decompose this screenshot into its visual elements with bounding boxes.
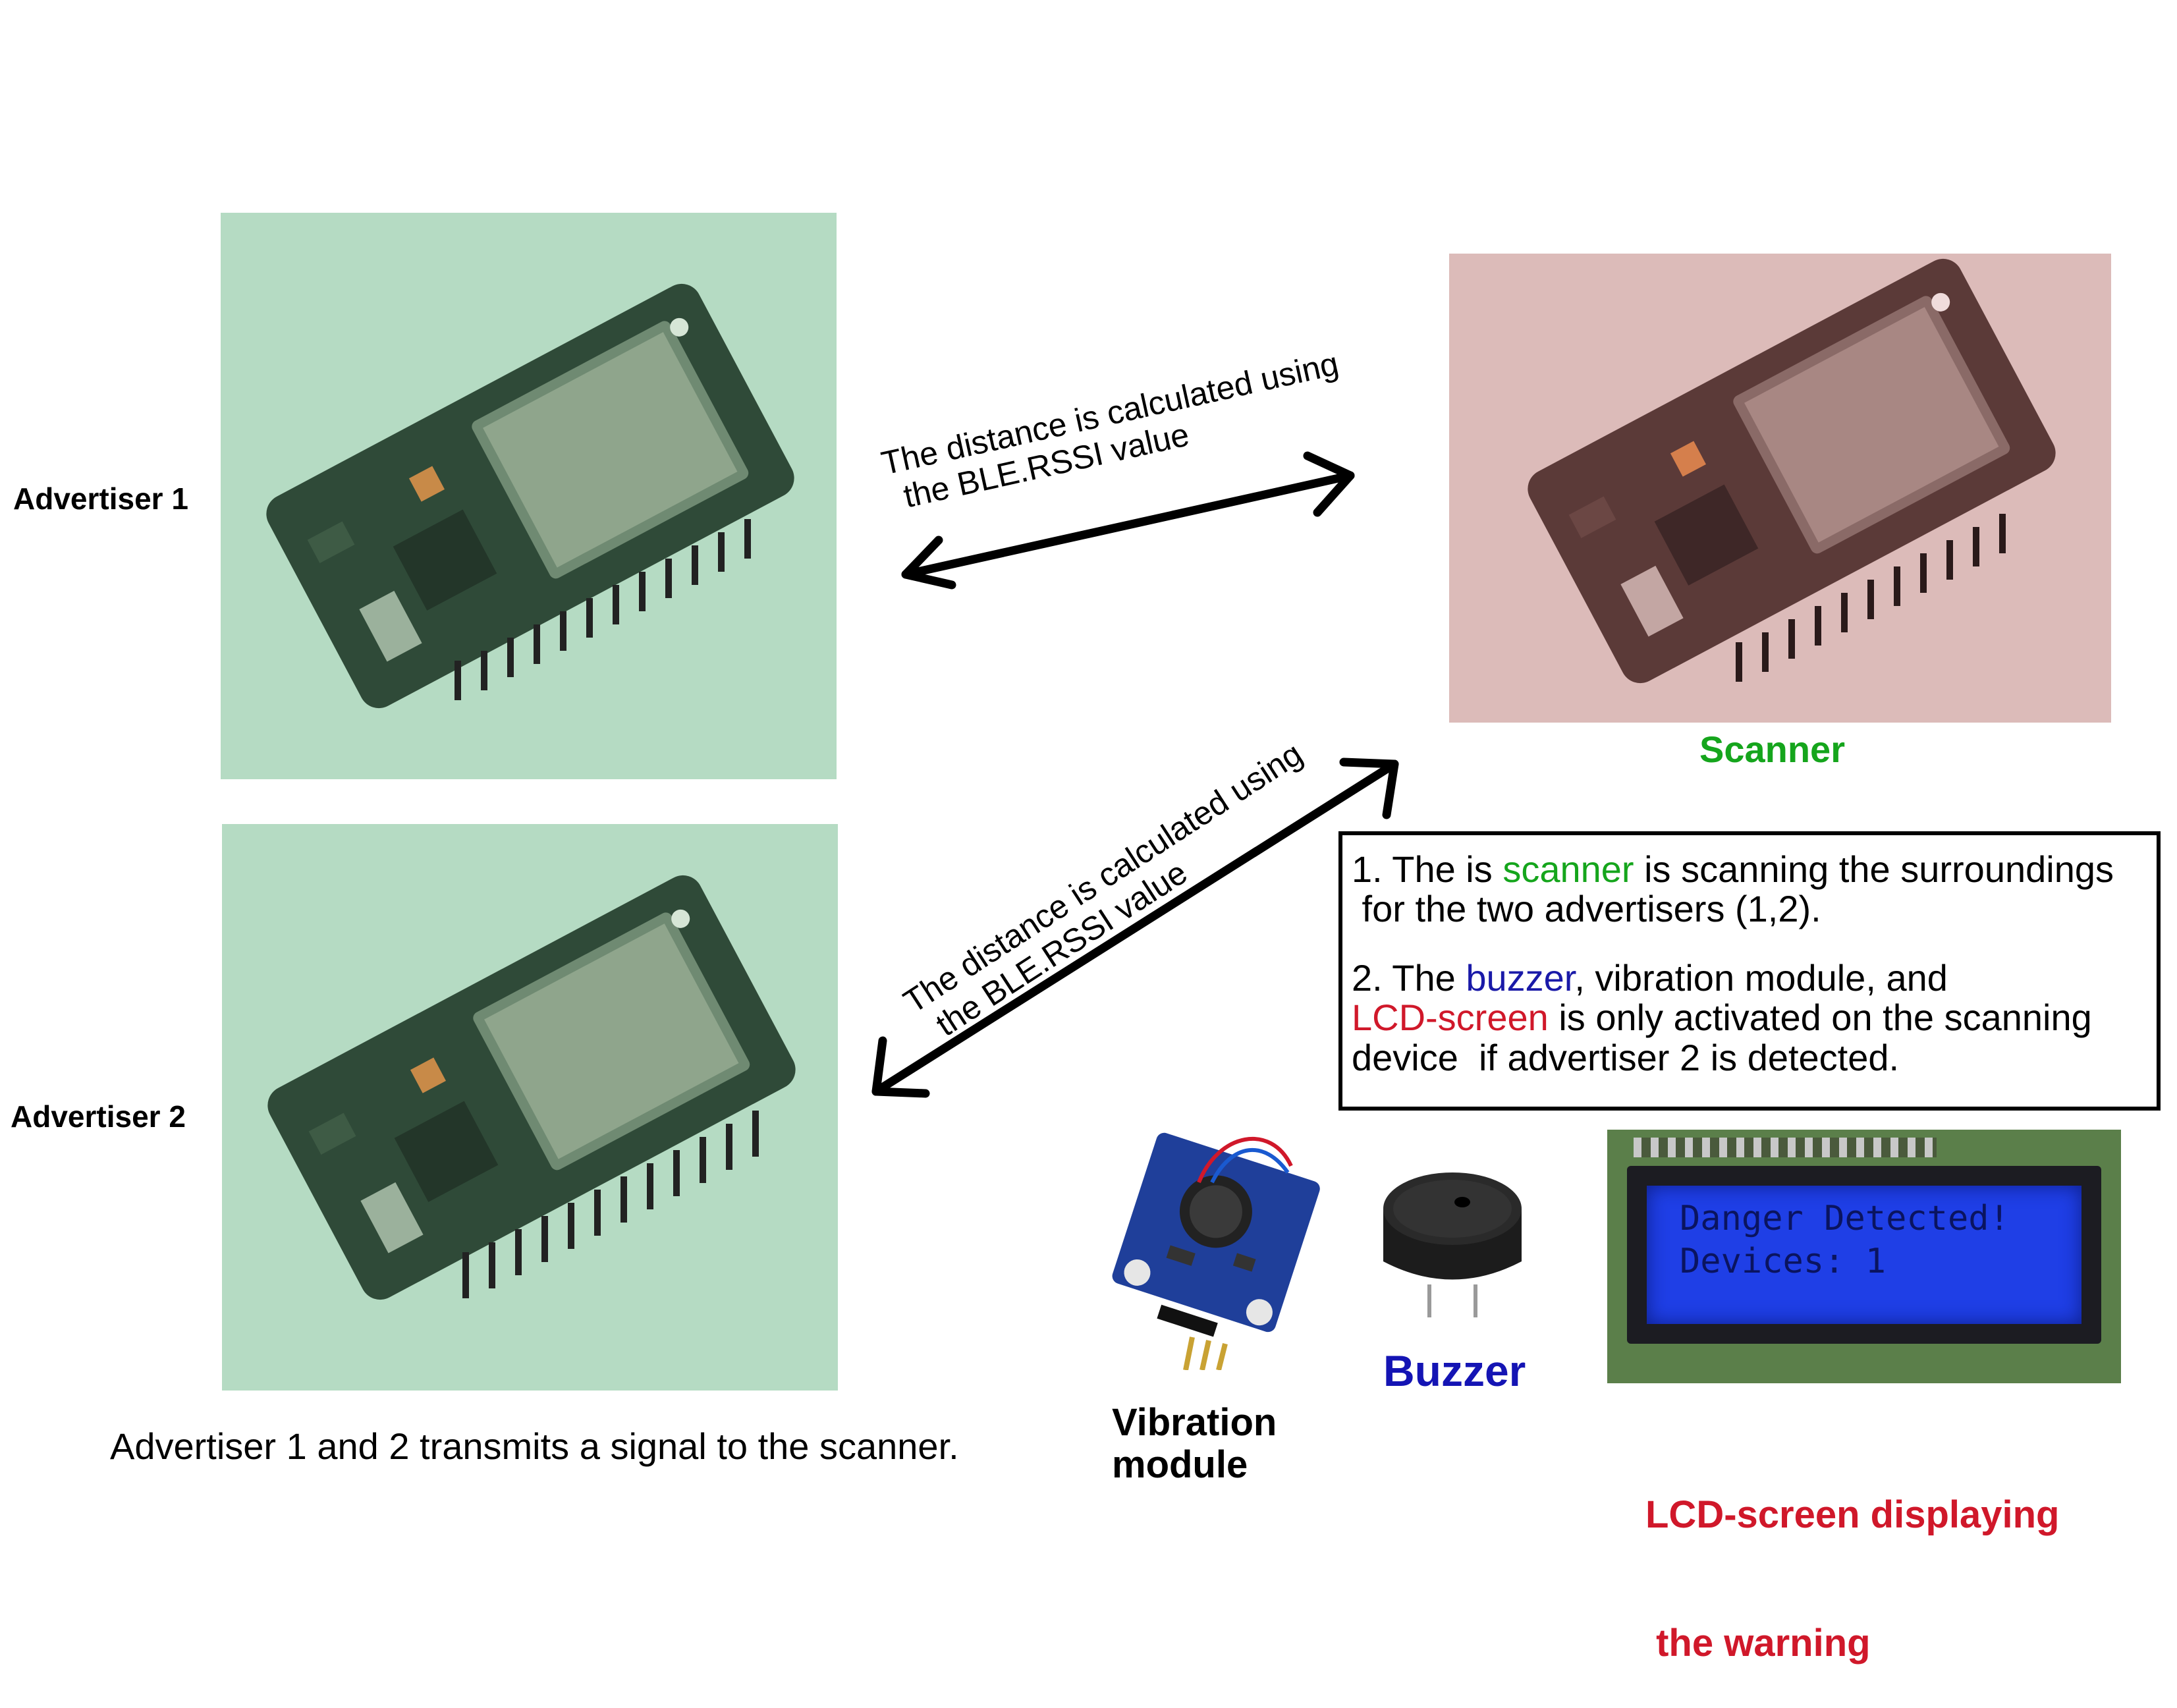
lcd-header-pins — [1634, 1138, 1937, 1157]
lcd-label-line2: the warning — [1645, 1621, 1871, 1665]
lcd-line-1: Danger Detected! — [1680, 1199, 2010, 1238]
advertiser-2-panel — [222, 824, 838, 1391]
buzzer-label: Buzzer — [1383, 1346, 1526, 1395]
advertiser-2-label: Advertiser 2 — [11, 1099, 186, 1134]
lcd-label: LCD-screen displaying the warning — [1645, 1408, 2059, 1708]
lcd-label-line1: LCD-screen displaying — [1645, 1493, 2060, 1536]
info-item-2-suffix: is only activated on the scanning — [1548, 997, 2092, 1039]
esp32-board-icon — [267, 875, 796, 1300]
vibration-label-line2: module — [1112, 1443, 1248, 1486]
info-item-1-line2: for the two advertisers (1,2). — [1352, 888, 1821, 930]
vibration-label-line1: Vibration — [1112, 1401, 1277, 1444]
info-item-1-prefix: 1. The is — [1352, 848, 1503, 890]
info-item-1-scanner: scanner — [1502, 848, 1634, 890]
info-box: 1. The is scanner is scanning the surrou… — [1338, 831, 2161, 1111]
arrow-2-label-line1: The distance is calculated using — [897, 734, 1309, 1020]
lcd-line-2: Devices: 1 — [1680, 1242, 1887, 1281]
info-item-2-buzzer: buzzer — [1466, 956, 1575, 999]
esp32-board-icon — [1528, 258, 2056, 684]
info-item-2-prefix: 2. The — [1352, 956, 1466, 999]
esp32-board-icon — [266, 283, 794, 709]
arrow-advertiser2-scanner — [871, 759, 1399, 1096]
scanner-label: Scanner — [1699, 729, 1845, 770]
advertiser-1-label: Advertiser 1 — [13, 482, 188, 516]
lcd-module: Danger Detected! Devices: 1 — [1607, 1130, 2121, 1383]
arrow-1-label: The distance is calculated using the BLE… — [878, 345, 1350, 518]
arrow-2-label-line2: the BLE.RSSI value — [929, 854, 1194, 1043]
figure-caption: Advertiser 1 and 2 transmits a signal to… — [110, 1425, 959, 1467]
info-item-1-suffix: is scanning the surroundings — [1634, 848, 2114, 890]
scanner-panel — [1449, 254, 2111, 723]
info-item-2-lcd: LCD-screen — [1352, 997, 1549, 1039]
lcd-display: Danger Detected! Devices: 1 — [1647, 1186, 2081, 1324]
advertiser-1-panel — [221, 213, 837, 779]
info-item-1: 1. The is scanner is scanning the surrou… — [1352, 848, 2146, 930]
vibration-module-icon — [1112, 1132, 1320, 1370]
buzzer-icon — [1383, 1172, 1522, 1317]
arrow-2-label: The distance is calculated using the BLE… — [897, 735, 1329, 1051]
vibration-module-label: Vibration module — [1112, 1402, 1277, 1486]
info-item-2-line3: device if advertiser 2 is detected. — [1352, 1036, 1900, 1078]
info-item-2-middle: , vibration module, and — [1574, 956, 1948, 999]
